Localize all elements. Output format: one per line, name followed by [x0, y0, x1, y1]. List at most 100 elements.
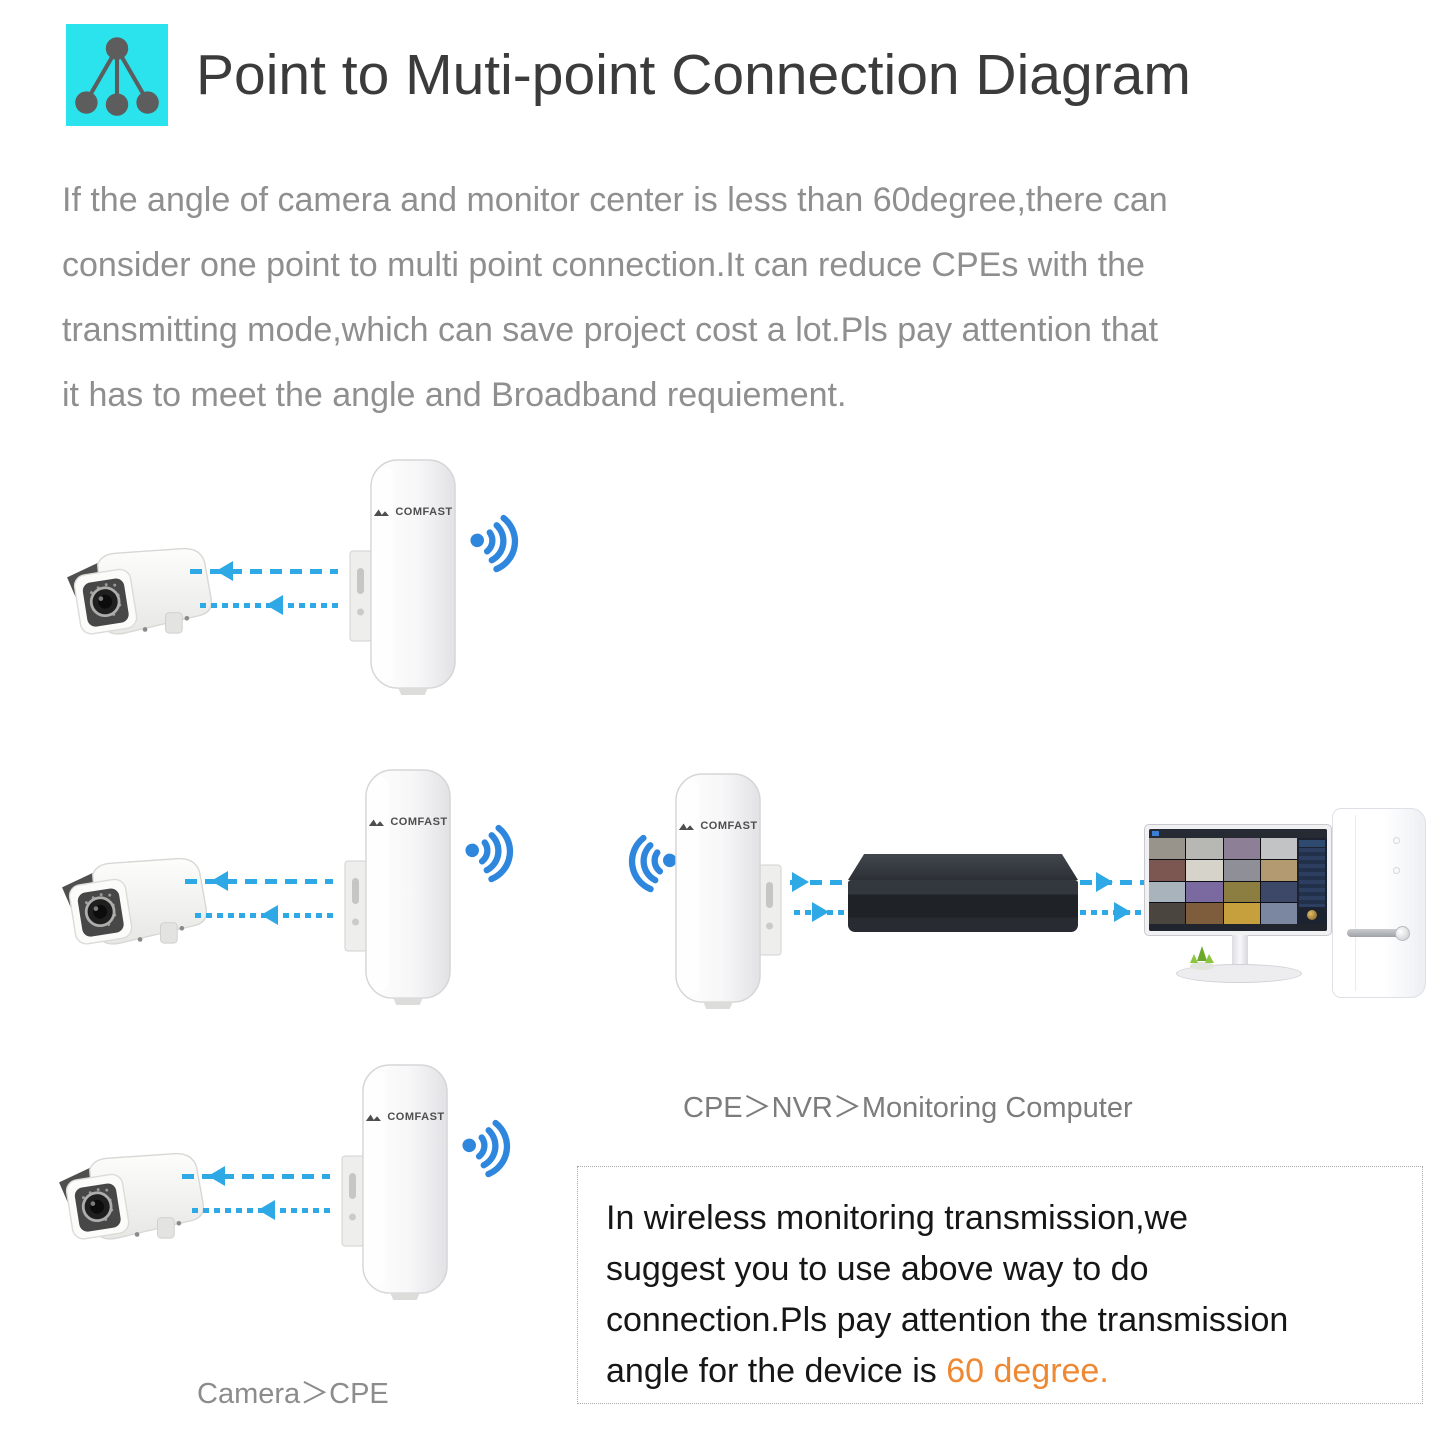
- cpe-device-illustration: COMFAST: [674, 772, 786, 1010]
- cpe-brand-text: COMFAST: [390, 816, 448, 828]
- page-title: Point to Muti-point Connection Diagram: [196, 43, 1191, 107]
- cctv-feed-cell: [1149, 881, 1186, 903]
- cpe-brand-logo: COMFAST: [364, 816, 452, 828]
- cpe-brand-logo: COMFAST: [674, 820, 762, 832]
- wireless-link-arrow: [200, 595, 338, 615]
- cctv-software-screen: [1149, 829, 1327, 931]
- arrow-left-icon: [211, 871, 228, 891]
- cctv-camera-illustration: [54, 544, 212, 648]
- right-group-caption: CPE＞NVR＞Monitoring Computer: [683, 1092, 1133, 1124]
- cpe-device-illustration: COMFAST: [345, 458, 457, 696]
- arrow-right-icon: [1096, 872, 1113, 892]
- cctv-feed-cell: [1223, 881, 1260, 903]
- note-line: connection.Pls pay attention the transmi…: [606, 1301, 1289, 1339]
- wired-link-arrow: [1080, 872, 1144, 892]
- tower-drive-slot: [1347, 929, 1403, 937]
- cctv-feed-cell: [1149, 859, 1186, 881]
- wireless-link-arrow: [195, 905, 333, 925]
- arrow-right-icon: [1114, 902, 1131, 922]
- camera-to-cpe-pair: COMFAST: [35, 760, 535, 1020]
- note-line: suggest you to use above way to do: [606, 1250, 1149, 1288]
- note-highlight: 60 degree.: [946, 1352, 1109, 1390]
- arrow-right-icon: [792, 872, 809, 892]
- comfast-logo-icon: [373, 508, 392, 517]
- cpe-body: [369, 458, 457, 696]
- camera-to-cpe-pair: COMFAST: [32, 1055, 532, 1315]
- cpe-body: [364, 768, 452, 1006]
- wifi-signal-icon: [455, 1107, 521, 1188]
- camera-to-cpe-pair: COMFAST: [40, 450, 540, 710]
- cctv-feed-cell: [1260, 903, 1297, 924]
- cctv-toolbar: [1149, 829, 1327, 838]
- monitor-stand: [1232, 935, 1248, 967]
- wireless-link-arrow: [190, 561, 338, 581]
- cctv-feed-cell: [1149, 838, 1186, 859]
- cctv-feed-cell: [1186, 838, 1223, 859]
- cctv-feed-cell: [1260, 859, 1297, 881]
- note-line: In wireless monitoring transmission,we: [606, 1199, 1188, 1237]
- point-to-multipoint-icon: [66, 24, 168, 126]
- cctv-feed-cell: [1260, 838, 1297, 859]
- tower-vent-dot: [1393, 867, 1400, 874]
- wifi-signal-icon: [458, 812, 524, 893]
- cctv-feed-cell: [1149, 903, 1186, 924]
- cctv-camera-illustration: [49, 854, 207, 958]
- monitor-screen: [1144, 824, 1332, 936]
- cpe-device-illustration: COMFAST: [337, 1063, 449, 1301]
- wifi-signal-icon: [463, 502, 529, 583]
- comfast-logo-icon: [678, 822, 697, 831]
- intro-line: transmitting mode,which can save project…: [62, 311, 1159, 349]
- nvr-top-face: [848, 854, 1078, 880]
- cpe-brand-text: COMFAST: [387, 1111, 445, 1123]
- arrow-left-icon: [261, 905, 278, 925]
- cpe-brand-logo: COMFAST: [361, 1111, 449, 1123]
- cctv-vendor-logo: [1307, 910, 1317, 920]
- cctv-statusbar: [1149, 924, 1327, 931]
- cctv-camera-illustration: [46, 1149, 204, 1253]
- intro-paragraph: If the angle of camera and monitor cente…: [62, 168, 1382, 428]
- wireless-link-arrow: [192, 1200, 330, 1220]
- plant-decoration-icon: [1188, 944, 1216, 972]
- arrow-right-icon: [812, 902, 829, 922]
- nvr-front-face: [848, 880, 1078, 932]
- cpe-brand-logo: COMFAST: [369, 506, 457, 518]
- cctv-feed-cell: [1223, 903, 1260, 924]
- intro-line: consider one point to multi point connec…: [62, 246, 1145, 284]
- tower-power-button: [1395, 926, 1410, 941]
- cctv-channel-list: [1299, 848, 1325, 907]
- cctv-feed-cell: [1223, 838, 1260, 859]
- wired-link-arrow: [1080, 902, 1144, 922]
- cctv-feed-cell: [1223, 859, 1260, 881]
- wireless-link-arrow: [185, 871, 333, 891]
- note-line-prefix: angle for the device is: [606, 1352, 947, 1390]
- cpe-nvr-computer-group: COMFAST: [598, 768, 1443, 1018]
- wireless-link-arrow: [182, 1166, 330, 1186]
- note-box: In wireless monitoring transmission,we s…: [577, 1166, 1423, 1404]
- nvr-device-illustration: [848, 854, 1078, 936]
- arrow-left-icon: [216, 561, 233, 581]
- cpe-body: [674, 772, 762, 1010]
- cpe-brand-text: COMFAST: [700, 820, 758, 832]
- left-group-caption: Camera＞CPE: [197, 1378, 389, 1410]
- arrow-left-icon: [258, 1200, 275, 1220]
- cpe-body: [361, 1063, 449, 1301]
- comfast-logo-icon: [368, 818, 387, 827]
- arrow-left-icon: [208, 1166, 225, 1186]
- cctv-sidebar: [1297, 838, 1327, 924]
- wired-link-arrow: [790, 872, 850, 892]
- cctv-feed-cell: [1260, 881, 1297, 903]
- monitoring-computer-illustration: [1144, 824, 1344, 1024]
- intro-line: If the angle of camera and monitor cente…: [62, 181, 1168, 219]
- tower-vent-dot: [1393, 837, 1400, 844]
- cctv-grid: [1149, 838, 1297, 924]
- cctv-feed-cell: [1186, 903, 1223, 924]
- cctv-feed-cell: [1186, 881, 1223, 903]
- wired-link-arrow: [794, 902, 852, 922]
- cpe-brand-text: COMFAST: [395, 506, 453, 518]
- cpe-device-illustration: COMFAST: [340, 768, 452, 1006]
- note-line: angle for the device is 60 degree.: [606, 1346, 1412, 1397]
- cctv-sidebar-header: [1299, 840, 1325, 847]
- network-tree-glyph: [66, 24, 168, 126]
- computer-tower-illustration: [1332, 808, 1426, 998]
